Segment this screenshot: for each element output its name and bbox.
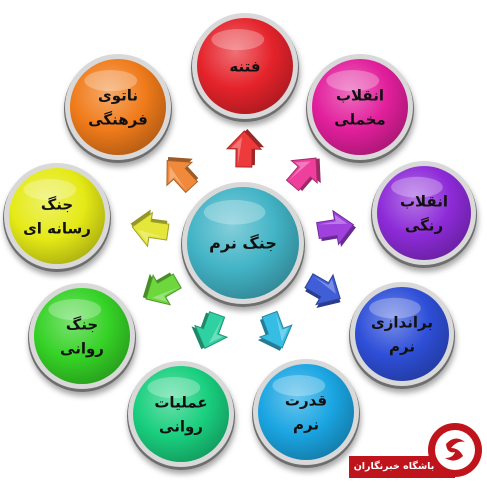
node-velvet-label-line-1: انقلاب bbox=[336, 86, 384, 104]
node-color-rev-label-line-1: انقلاب bbox=[400, 192, 448, 210]
arrow-to-velvet-icon bbox=[285, 157, 321, 192]
node-psy-war: جنگ روانی bbox=[28, 283, 136, 392]
center: جنگ نرم bbox=[181, 182, 305, 307]
center-node: جنگ نرم bbox=[181, 182, 305, 307]
arrow-to-overthrow-icon bbox=[304, 273, 341, 309]
node-soft-power-label-line-2: نرم bbox=[293, 415, 319, 433]
node-color-rev: انقلاب رنگی bbox=[371, 161, 477, 268]
node-media-war-label-line-1: جنگ bbox=[41, 195, 73, 213]
node-fitne-label-line-1: فتنه bbox=[229, 57, 260, 75]
node-psyops-label-line-2: روانی bbox=[159, 417, 203, 435]
node-overthrow: براندازی نرم bbox=[349, 282, 455, 389]
node-fitne: فتنه bbox=[191, 13, 299, 122]
node-overthrow-highlight bbox=[369, 297, 421, 319]
nodes-layer: فتنهانقلابمخملیانقلابرنگیبراندازینرمقدرت… bbox=[3, 13, 477, 470]
node-fitne-disc bbox=[197, 18, 293, 114]
watermark-text: باشگاه خبرنگاران bbox=[353, 461, 435, 472]
node-velvet-disc bbox=[312, 59, 408, 155]
node-fitne-highlight bbox=[211, 29, 265, 51]
arrow-to-psyops-icon bbox=[191, 311, 229, 350]
center-highlight bbox=[203, 199, 266, 225]
node-color-rev-disc bbox=[377, 166, 471, 260]
node-psyops-label-line-1: عملیات bbox=[154, 393, 207, 411]
node-overthrow-label-line-2: نرم bbox=[389, 337, 415, 355]
node-overthrow-label-line-1: براندازی bbox=[371, 313, 433, 331]
node-color-rev-label-line-2: رنگی bbox=[405, 216, 443, 234]
center-label-line-1: جنگ نرم bbox=[209, 233, 277, 252]
node-soft-power-highlight bbox=[272, 375, 326, 397]
node-media-war-highlight bbox=[23, 179, 77, 201]
watermark-band bbox=[349, 456, 455, 478]
node-psyops-highlight bbox=[147, 377, 201, 399]
arrow-to-soft-power-icon bbox=[257, 310, 293, 351]
watermark-logo bbox=[347, 418, 483, 480]
arrow-to-psy-war-icon bbox=[142, 272, 182, 306]
node-media-war-disc bbox=[9, 168, 105, 264]
node-cultural-nato-label-line-1: ناتوی bbox=[98, 86, 138, 104]
arrows-layer bbox=[130, 129, 356, 351]
arrow-to-fitne-icon bbox=[225, 129, 265, 168]
node-psy-war-disc bbox=[34, 288, 130, 384]
node-cultural-nato-highlight bbox=[84, 70, 138, 92]
node-cultural-nato-disc bbox=[70, 59, 166, 155]
arrow-to-cultural-nato-icon bbox=[166, 157, 199, 194]
node-psyops-disc bbox=[133, 366, 229, 462]
node-velvet-highlight bbox=[326, 70, 380, 92]
node-cultural-nato-label-line-2: فرهنگی bbox=[88, 110, 148, 128]
node-soft-power-disc bbox=[258, 364, 354, 460]
node-cultural-nato: ناتوی فرهنگی bbox=[64, 54, 172, 163]
node-psyops: عملیات روانی bbox=[127, 361, 235, 470]
node-velvet-label-line-2: مخملی bbox=[334, 110, 385, 128]
node-soft-power: قدرت نرم bbox=[252, 359, 360, 468]
node-psy-war-label-line-2: روانی bbox=[60, 339, 104, 357]
node-overthrow-disc bbox=[355, 287, 449, 381]
node-psy-war-label-line-1: جنگ bbox=[66, 315, 98, 333]
arrow-to-media-war-icon bbox=[130, 209, 170, 248]
node-soft-power-label-line-1: قدرت bbox=[285, 391, 327, 409]
node-media-war-label-line-2: رسانه ای bbox=[23, 219, 91, 237]
node-color-rev-highlight bbox=[391, 176, 443, 198]
node-psy-war-highlight bbox=[48, 299, 102, 321]
emblem-glyph-icon bbox=[445, 438, 465, 461]
arrow-to-color-rev-icon bbox=[316, 209, 356, 248]
node-media-war: جنگ رسانه ای bbox=[3, 163, 111, 272]
center-disc bbox=[187, 187, 299, 299]
node-velvet: انقلاب مخملی bbox=[306, 54, 414, 163]
